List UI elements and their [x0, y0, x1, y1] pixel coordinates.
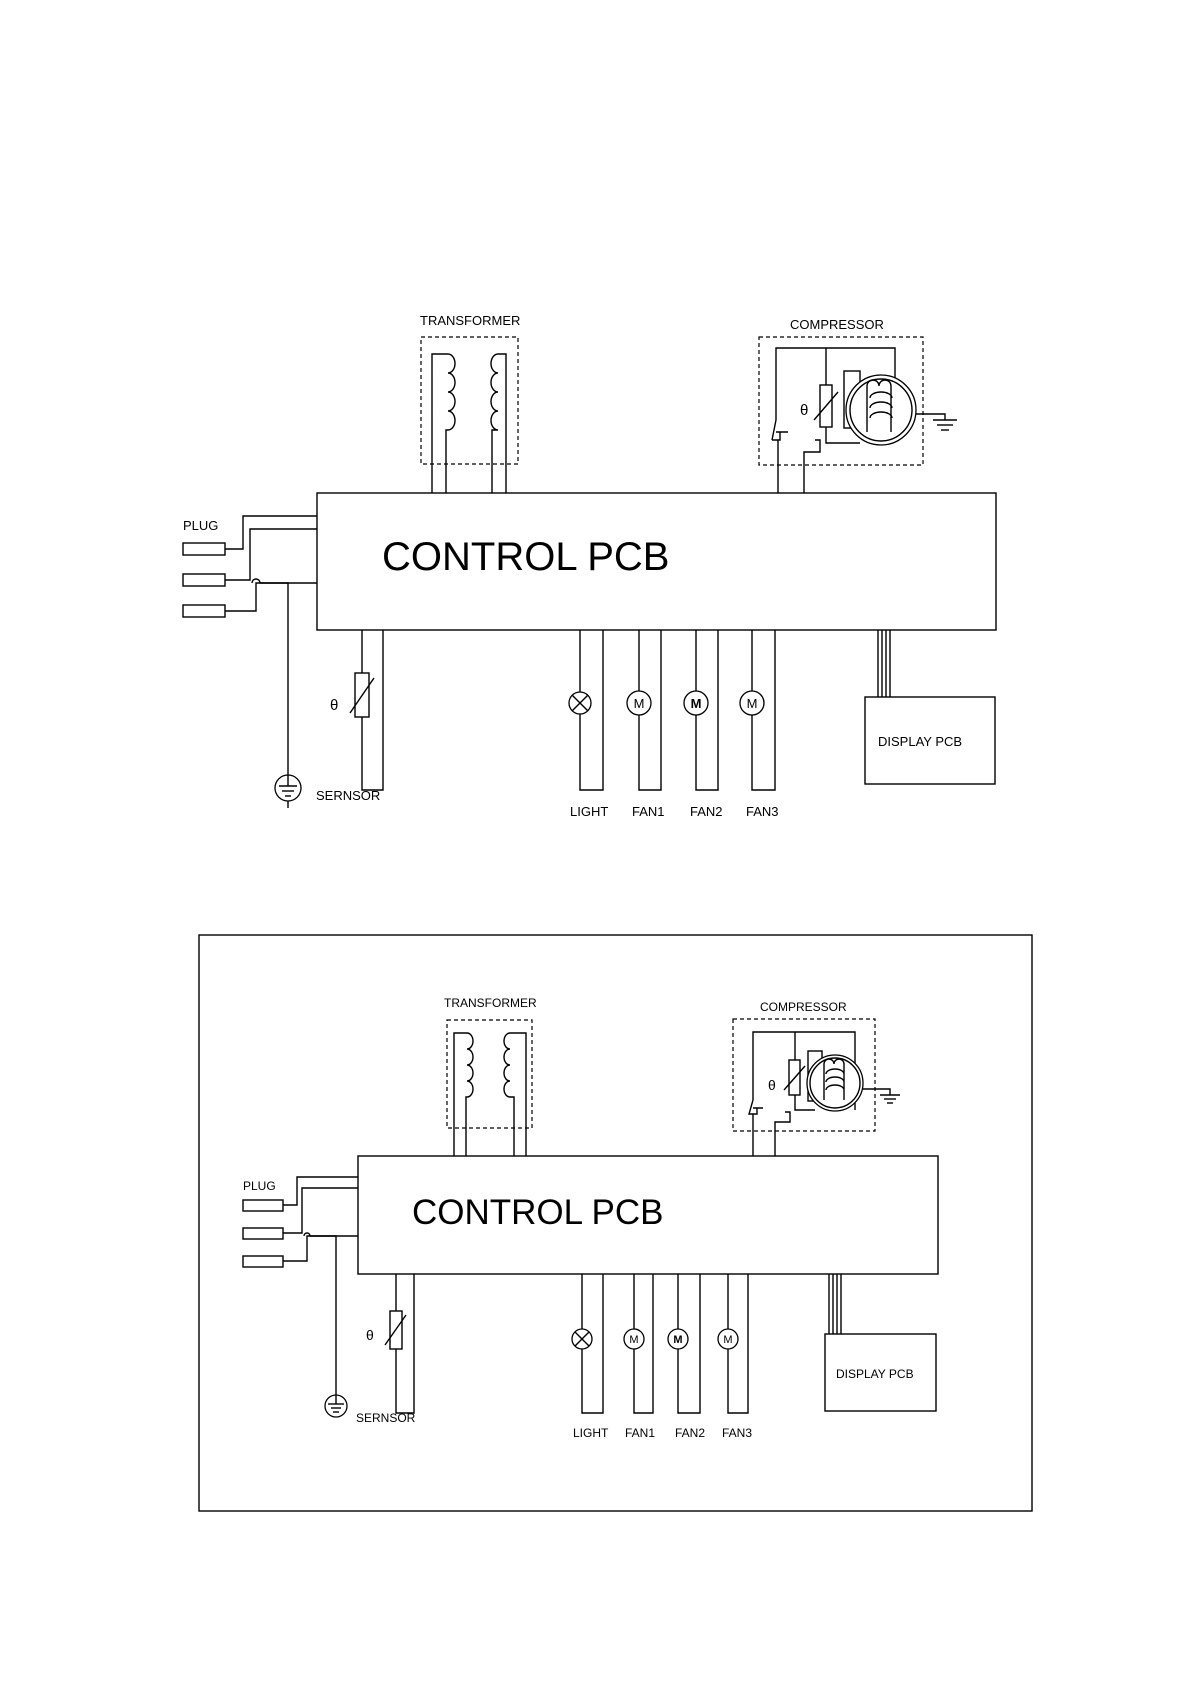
compressor-feed-wire-2: [775, 1112, 790, 1156]
display-ribbon-cable: [829, 1274, 841, 1334]
sensor-theta-symbol: θ: [366, 1327, 374, 1343]
compressor-ground-icon: [880, 1095, 900, 1103]
overload-protector-icon: [749, 1100, 763, 1114]
plug-wire-earth: [283, 1236, 336, 1400]
transformer-housing: [447, 1020, 532, 1128]
compressor-theta-symbol: θ: [768, 1077, 776, 1093]
plug-wire-line: [283, 1177, 358, 1205]
control-pcb-label: CONTROL PCB: [412, 1193, 664, 1232]
compressor-label: COMPRESSOR: [760, 1000, 847, 1014]
light-label: LIGHT: [573, 1426, 609, 1440]
display-pcb-label: DISPLAY PCB: [836, 1367, 914, 1381]
fan1-label: FAN1: [625, 1426, 655, 1440]
transformer-primary-coil: [454, 1033, 473, 1156]
fan3-label: FAN3: [722, 1426, 752, 1440]
transformer-secondary-coil: [504, 1033, 526, 1156]
diagram-2: TRANSFORMER COMPRESSOR θ CONTROL PCB PLU…: [199, 935, 1032, 1511]
plug-wire-neutral: [283, 1188, 358, 1233]
fan2-motor-symbol: M: [673, 1334, 682, 1346]
plug-label: PLUG: [243, 1179, 276, 1193]
fan2-label: FAN2: [675, 1426, 705, 1440]
earth-ground-icon: [325, 1395, 347, 1417]
fan3-motor-symbol: M: [723, 1334, 732, 1346]
transformer-label: TRANSFORMER: [444, 996, 537, 1010]
fan1-motor-symbol: M: [629, 1334, 638, 1346]
compressor-motor-symbol: [807, 1055, 863, 1111]
compressor-ground-wire: [863, 1089, 890, 1095]
sensor-label: SERNSOR: [356, 1411, 416, 1425]
plug-icon: [243, 1200, 283, 1267]
lamp-icon: [572, 1329, 592, 1349]
